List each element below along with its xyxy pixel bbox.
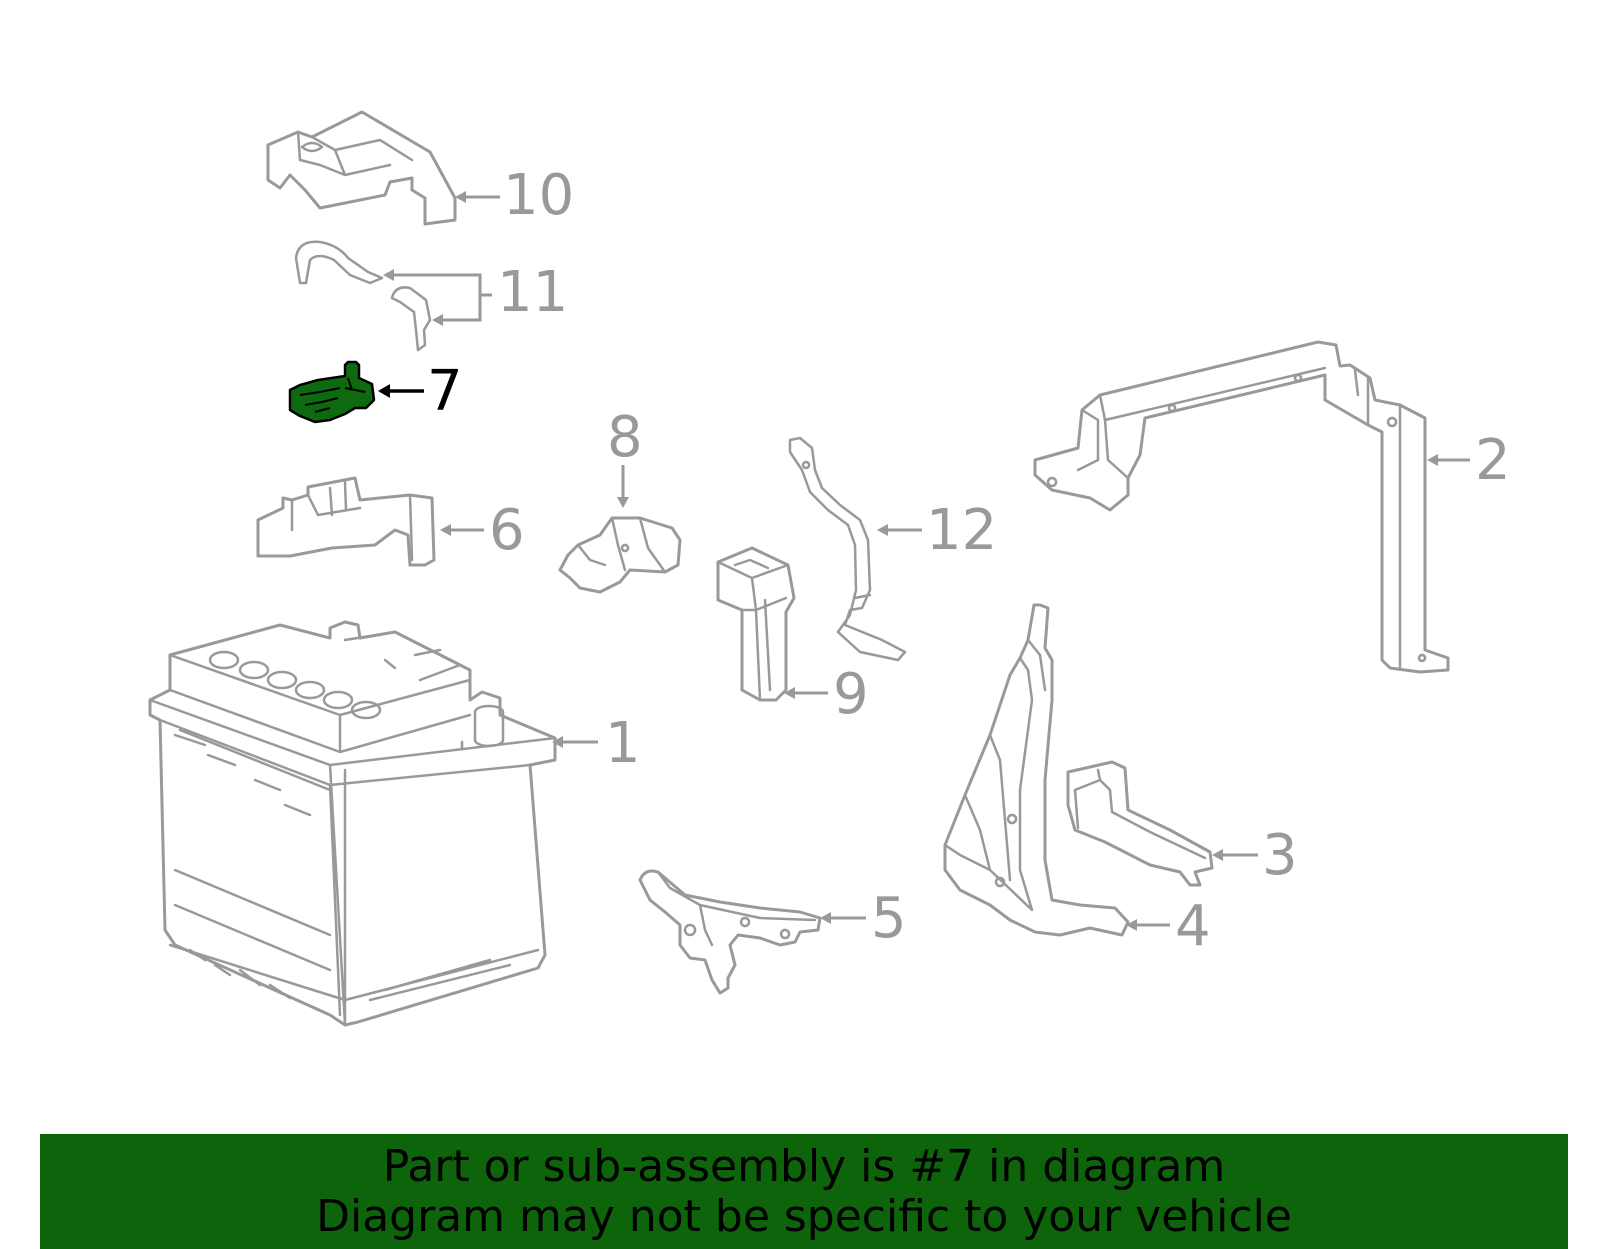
callout-3-arrow <box>1212 849 1258 861</box>
part-11-cables[interactable] <box>294 240 432 352</box>
callout-5: 5 <box>871 886 907 951</box>
callout-4-arrow <box>1126 919 1170 931</box>
callout-7-arrow <box>378 384 424 398</box>
callout-10-arrow <box>455 191 500 203</box>
callout-9-arrow <box>784 687 828 699</box>
info-banner: Part or sub-assembly is #7 in diagram Di… <box>40 1134 1568 1249</box>
banner-line-1: Part or sub-assembly is #7 in diagram <box>382 1140 1226 1192</box>
callout-4: 4 <box>1175 894 1211 959</box>
callout-1-arrow <box>552 736 598 748</box>
callout-3: 3 <box>1262 823 1298 888</box>
callout-7: 7 <box>427 359 463 424</box>
part-5-tray-bracket[interactable] <box>638 869 822 995</box>
part-3-bracket[interactable] <box>1066 760 1214 887</box>
callout-2-arrow <box>1427 454 1470 466</box>
callout-10: 10 <box>503 163 574 228</box>
callout-11: 11 <box>497 260 568 325</box>
callout-8-arrow <box>617 465 629 508</box>
callout-1: 1 <box>605 711 641 776</box>
callout-5-arrow <box>820 912 866 924</box>
part-6-bracket[interactable] <box>256 476 436 567</box>
callout-8: 8 <box>607 405 643 470</box>
part-1-battery[interactable] <box>148 620 557 1027</box>
part-4-bracket[interactable] <box>943 603 1130 937</box>
part-8-clamp[interactable] <box>558 516 682 594</box>
part-12-rod[interactable] <box>788 436 907 662</box>
callout-6: 6 <box>489 498 525 563</box>
part-10-cover[interactable] <box>266 110 457 226</box>
callout-12: 12 <box>926 498 997 563</box>
part-2-frame[interactable] <box>1033 340 1450 674</box>
callout-12-arrow <box>877 524 922 536</box>
part-7-terminal-highlighted[interactable] <box>288 360 376 424</box>
part-9-holder[interactable] <box>716 546 796 702</box>
callout-2: 2 <box>1475 428 1511 493</box>
callout-9: 9 <box>833 662 869 727</box>
callout-6-arrow <box>440 524 484 536</box>
banner-line-2: Diagram may not be specific to your vehi… <box>316 1190 1292 1242</box>
callout-11-arrow <box>383 269 492 326</box>
